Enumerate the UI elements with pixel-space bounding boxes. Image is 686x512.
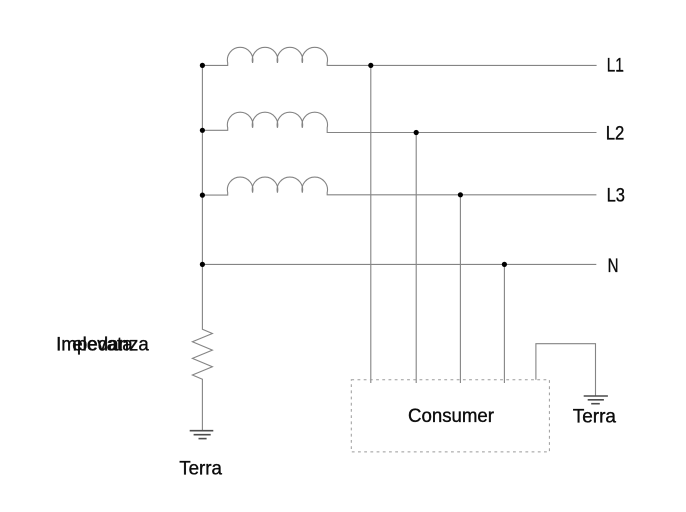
svg-text:Terra: Terra — [573, 407, 617, 428]
svg-text:L3: L3 — [607, 185, 625, 206]
svg-text:L2: L2 — [606, 123, 625, 144]
svg-text:elevata: elevata — [72, 335, 133, 356]
svg-text:Terra: Terra — [179, 459, 222, 480]
svg-text:N: N — [608, 256, 619, 277]
svg-text:Consumer: Consumer — [408, 406, 495, 427]
svg-text:L1: L1 — [607, 56, 624, 77]
svg-text:Impedanza: Impedanza — [56, 335, 149, 356]
